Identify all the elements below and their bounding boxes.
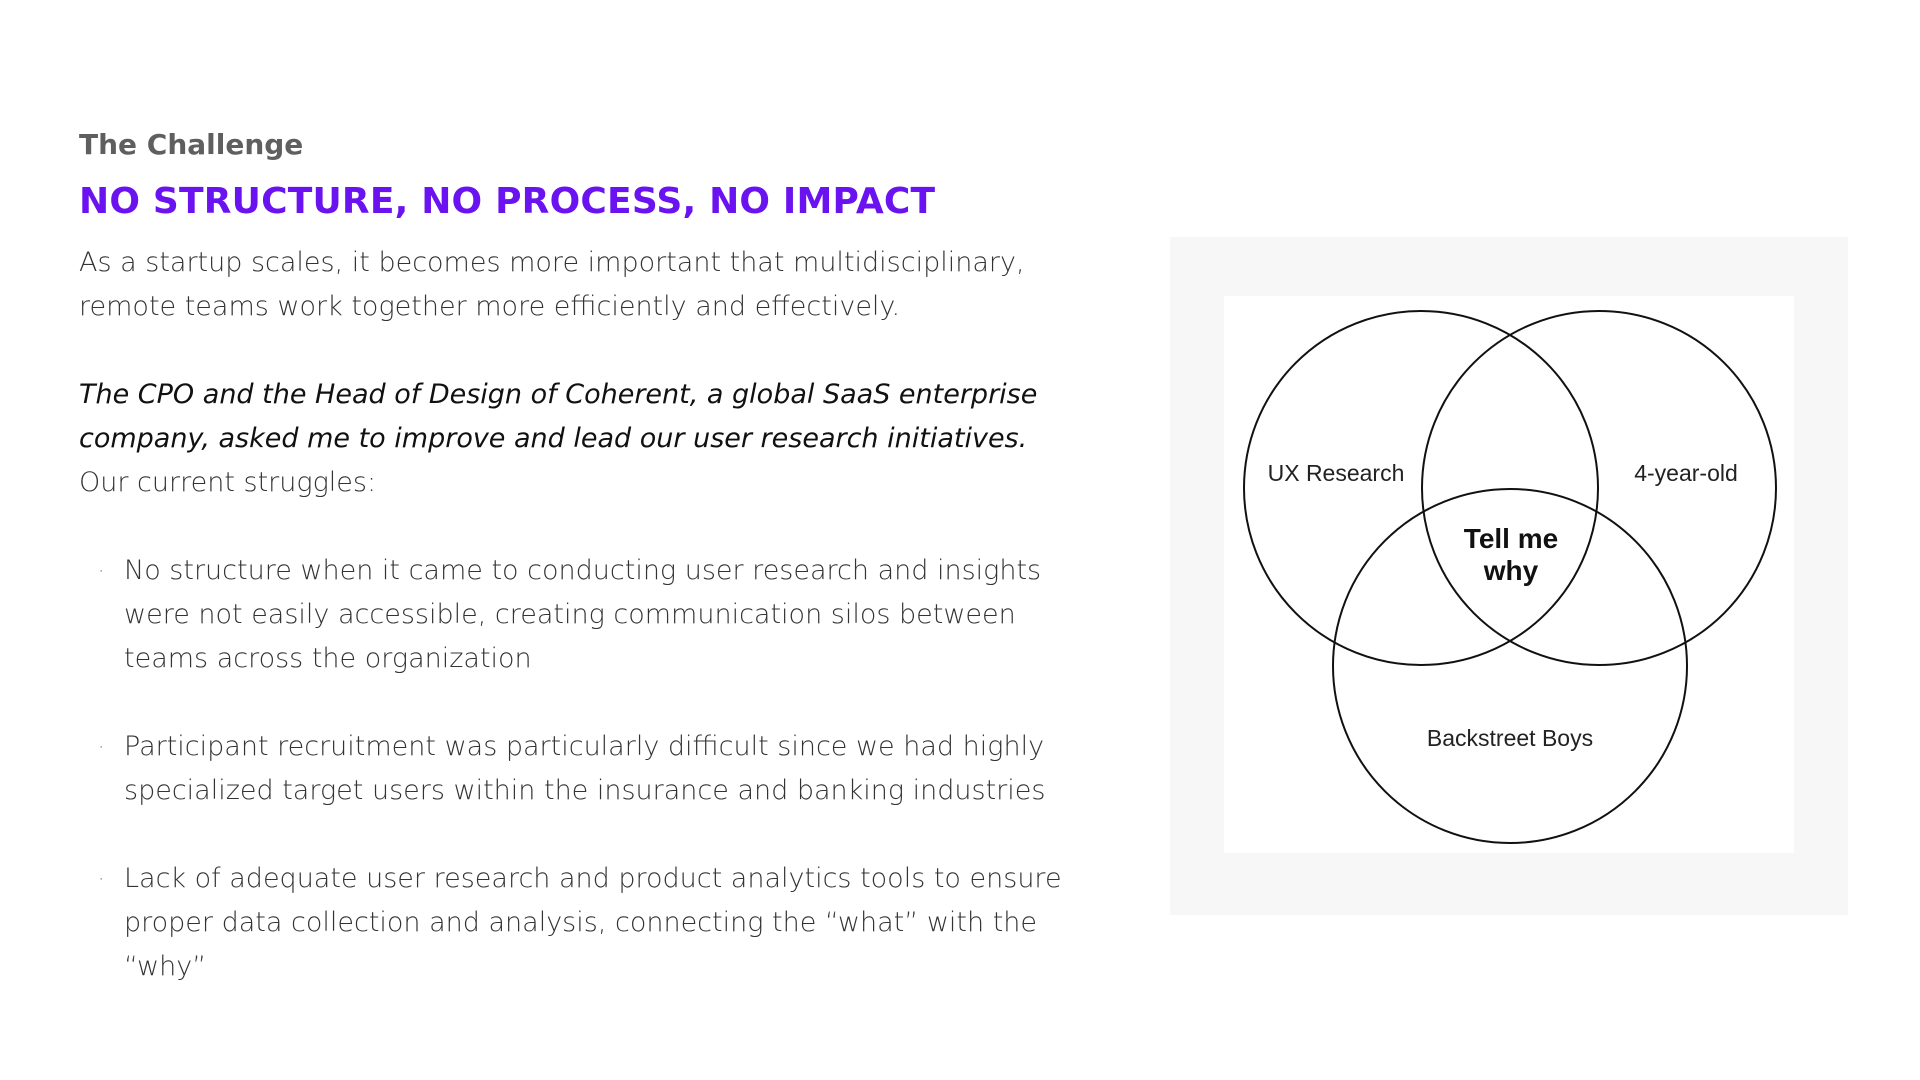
venn-circle-ux-research — [1243, 310, 1599, 666]
venn-circle-four-year-old — [1421, 310, 1777, 666]
venn-center-line-2: why — [1483, 555, 1539, 586]
bullet-icon: · — [98, 558, 105, 583]
bullet-icon: · — [98, 734, 105, 759]
context-paragraph: The CPO and the Head of Design of Cohere… — [79, 373, 1099, 505]
venn-diagram: UX Research 4-year-old Backstreet Boys T… — [1243, 310, 1777, 844]
emphasis-text: The CPO and the Head of Design of Cohere… — [79, 378, 1038, 454]
list-item-text: Participant recruitment was particularly… — [124, 730, 1046, 806]
venn-label-backstreet-boys: Backstreet Boys — [1427, 725, 1593, 751]
struggles-list: · No structure when it came to conductin… — [79, 549, 1099, 989]
list-item: · Lack of adequate user research and pro… — [79, 857, 1099, 989]
section-headline: NO STRUCTURE, NO PROCESS, NO IMPACT — [79, 180, 936, 222]
intro-paragraph: As a startup scales, it becomes more imp… — [79, 246, 1025, 322]
challenge-section: The Challenge NO STRUCTURE, NO PROCESS, … — [79, 128, 1099, 1033]
list-item: · No structure when it came to conductin… — [79, 549, 1099, 681]
bullet-icon: · — [98, 866, 105, 891]
venn-circle-backstreet-boys — [1332, 488, 1688, 844]
diagram-card: UX Research 4-year-old Backstreet Boys T… — [1170, 237, 1848, 915]
diagram-panel: UX Research 4-year-old Backstreet Boys T… — [1224, 296, 1794, 853]
venn-label-ux-research: UX Research — [1268, 460, 1405, 486]
struggles-intro: Our current struggles: — [79, 466, 377, 498]
section-eyebrow: The Challenge — [79, 128, 304, 161]
list-item-text: Lack of adequate user research and produ… — [124, 862, 1062, 982]
list-item-text: No structure when it came to conducting … — [124, 554, 1042, 674]
list-item: · Participant recruitment was particular… — [79, 725, 1099, 813]
venn-center-line-1: Tell me — [1464, 523, 1558, 554]
venn-label-four-year-old: 4-year-old — [1634, 460, 1738, 486]
